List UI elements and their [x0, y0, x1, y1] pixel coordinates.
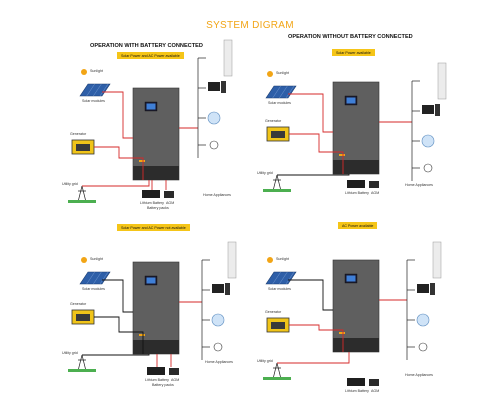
lithium-battery-icon: [347, 180, 365, 188]
light-bulb-icon: [423, 163, 433, 173]
lithium-battery-label: Lithium Battery: [345, 389, 369, 393]
air-conditioner-icon: [432, 241, 442, 279]
air-conditioner-icon: [227, 241, 237, 279]
power-tower-icon: [272, 174, 282, 192]
air-conditioner-icon: [437, 62, 447, 100]
solar-wire: [288, 279, 333, 311]
computer-icon: [212, 284, 224, 293]
agm-battery-icon: [369, 379, 379, 386]
battery-packs-label: Battery packs: [152, 383, 174, 387]
solar-panel-icon: [79, 83, 111, 97]
grid-wire: [277, 174, 350, 176]
agm-battery-icon: [164, 191, 174, 198]
sun-icon: [81, 257, 87, 263]
fan-icon: [211, 313, 225, 327]
light-bulb-icon: [209, 140, 219, 150]
agm-label: AGM: [371, 191, 380, 195]
solar-wire: [288, 93, 333, 133]
solar-modules-label: Solar modules: [82, 287, 105, 291]
fan-icon: [416, 313, 430, 327]
solar-modules-label: Solar modules: [268, 101, 291, 105]
scenario-tag: AC Power available: [338, 222, 378, 229]
panel-4: [263, 241, 442, 386]
solar-modules-label: Solar modules: [268, 287, 291, 291]
agm-label: AGM: [166, 201, 175, 205]
solar-panel-icon: [265, 271, 297, 285]
panel-2: [263, 62, 447, 192]
grid-wire: [82, 180, 150, 187]
solar-modules-label: Solar modules: [82, 99, 105, 103]
power-tower-icon: [272, 362, 282, 380]
lithium-battery-icon: [147, 367, 165, 375]
lithium-battery-label: Lithium Battery: [140, 201, 164, 205]
agm-battery-icon: [369, 181, 379, 188]
computer-icon: [417, 284, 429, 293]
sunlight-label: Sunlight: [276, 257, 289, 261]
generator-wire: [289, 324, 344, 352]
diagram-title: SYSTEM DIGRAM: [206, 20, 294, 31]
lithium-battery-icon: [142, 190, 160, 198]
agm-label: AGM: [171, 378, 180, 382]
solar-panel-icon: [265, 85, 297, 99]
light-bulb-icon: [213, 342, 223, 352]
utility-grid-label: Utility grid: [257, 359, 273, 363]
air-conditioner-icon: [223, 39, 233, 77]
utility-grid-label: Utility grid: [257, 171, 273, 175]
home-appliances-label: Home Appliances: [405, 373, 433, 377]
home-appliances-label: Home Appliances: [405, 183, 433, 187]
computer-icon: [208, 82, 220, 91]
generator-wire: [94, 316, 144, 354]
solar-panel-icon: [79, 271, 111, 285]
home-appliances-label: Home Appliances: [203, 193, 231, 197]
sun-icon: [267, 71, 273, 77]
utility-grid-label: Utility grid: [62, 351, 78, 355]
agm-label: AGM: [371, 389, 380, 393]
generator-wire: [289, 133, 344, 174]
generator-label: Generator: [265, 310, 282, 314]
power-tower-icon: [77, 354, 87, 372]
lithium-battery-label: Lithium Battery: [345, 191, 369, 195]
fan-icon: [421, 134, 435, 148]
generator-label: Generator: [70, 132, 87, 136]
agm-battery-icon: [169, 368, 179, 375]
computer-icon: [422, 105, 434, 114]
scenario-tag: Solar Power and AC Power not available: [117, 224, 190, 231]
sunlight-label: Sunlight: [276, 71, 289, 75]
grid-wire: [277, 352, 350, 364]
heading-without-battery: OPERATION WITHOUT BATTERY CONNECTED: [288, 34, 413, 40]
grid-wire: [82, 354, 150, 356]
utility-grid-label: Utility grid: [62, 182, 78, 186]
light-bulb-icon: [418, 342, 428, 352]
battery-packs-label: Battery packs: [147, 206, 169, 210]
sun-icon: [267, 257, 273, 263]
home-appliances-label: Home Appliances: [205, 360, 233, 364]
power-tower-icon: [77, 185, 87, 203]
lithium-battery-label: Lithium Battery: [145, 378, 169, 382]
solar-wire: [102, 279, 133, 313]
sun-icon: [81, 69, 87, 75]
solar-wire: [102, 91, 133, 139]
generator-label: Generator: [70, 302, 87, 306]
sunlight-label: Sunlight: [90, 69, 103, 73]
scenario-tag: Solar Power and AC Power available: [117, 52, 184, 59]
panel-3: [68, 241, 237, 375]
fan-icon: [207, 111, 221, 125]
generator-label: Generator: [265, 119, 282, 123]
generator-wire: [94, 146, 144, 180]
panel-1: [68, 39, 233, 203]
heading-with-battery: OPERATION WITH BATTERY CONNECTED: [90, 43, 203, 49]
scenario-tag: Solar Power available: [332, 49, 375, 56]
sunlight-label: Sunlight: [90, 257, 103, 261]
lithium-battery-icon: [347, 378, 365, 386]
